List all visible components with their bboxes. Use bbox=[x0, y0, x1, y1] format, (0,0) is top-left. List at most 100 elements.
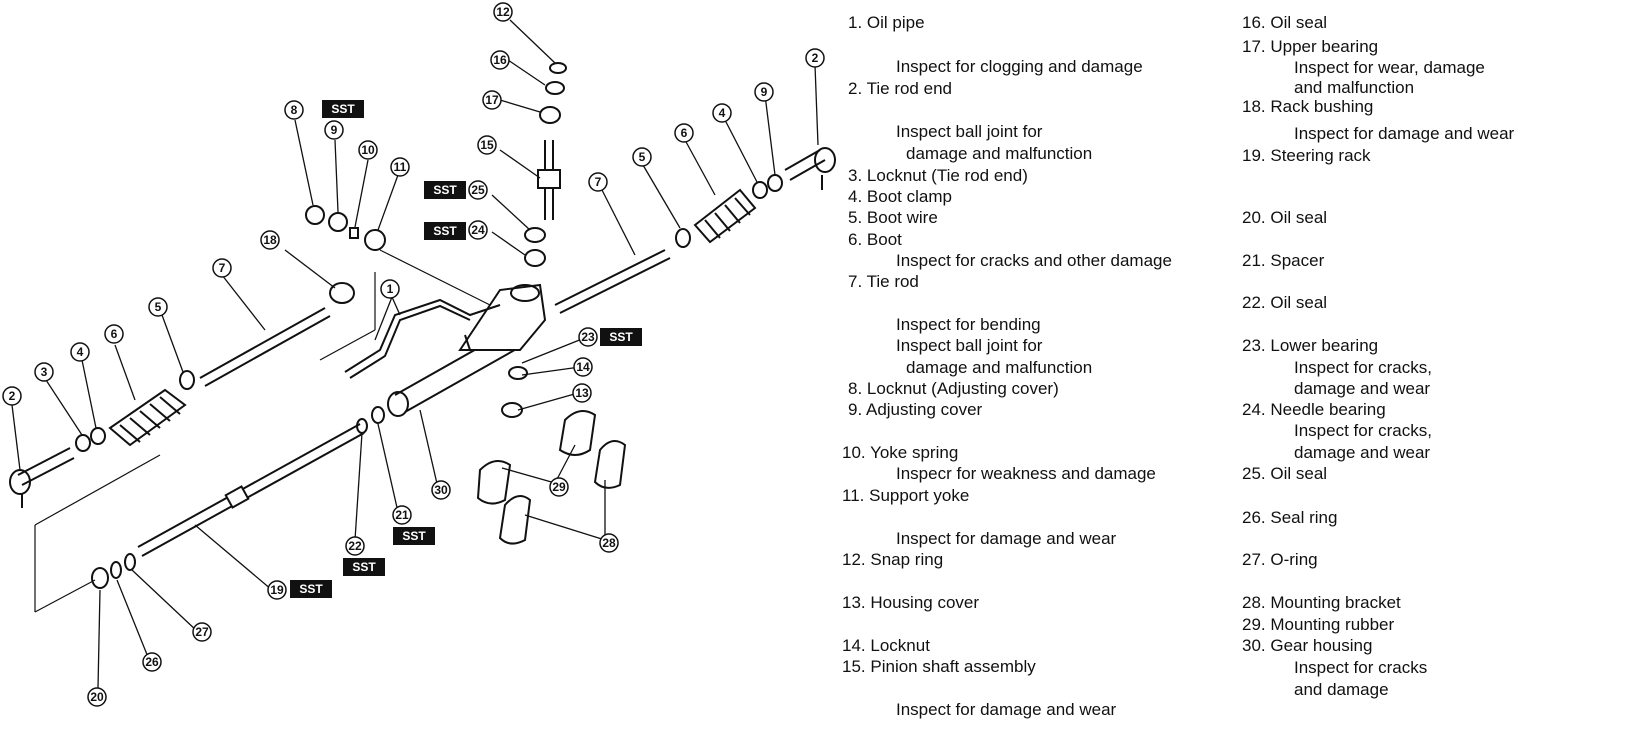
svg-text:1: 1 bbox=[387, 282, 394, 296]
boot-clamp-right bbox=[752, 181, 768, 199]
exploded-diagram: SST SST SST SST SST SST SST 1 2 2 3 4 4 … bbox=[2, 2, 836, 707]
callout-15: 15 bbox=[477, 135, 497, 155]
callout-16: 16 bbox=[490, 50, 510, 70]
legend-item-28: Mounting bracket bbox=[1270, 593, 1401, 612]
sst-badge-19: SST bbox=[290, 580, 332, 598]
legend-item-15: Pinion shaft assembly bbox=[870, 657, 1036, 676]
legend-item-7: Tie rod bbox=[866, 272, 919, 291]
tie-rod-right bbox=[554, 249, 671, 314]
callout-19: 19 bbox=[267, 580, 287, 600]
sst-badge-22: SST bbox=[343, 558, 385, 576]
svg-text:6: 6 bbox=[111, 327, 118, 341]
callout-6-right: 6 bbox=[674, 123, 694, 143]
legend-item-14: Locknut bbox=[870, 636, 930, 655]
callout-10: 10 bbox=[358, 140, 378, 160]
svg-text:27: 27 bbox=[195, 625, 209, 639]
svg-text:29: 29 bbox=[552, 480, 566, 494]
legend-item-22: Oil seal bbox=[1270, 293, 1328, 312]
legend-item-2: Tie rod end bbox=[866, 79, 952, 98]
callout-6-left: 6 bbox=[104, 324, 124, 344]
callout-26: 26 bbox=[142, 652, 162, 672]
callout-17: 17 bbox=[482, 90, 502, 110]
legend-note: Inspect for damage and wear bbox=[896, 529, 1117, 548]
callout-27: 27 bbox=[192, 622, 212, 642]
callout-25: 25 bbox=[468, 180, 488, 200]
svg-text:20: 20 bbox=[90, 690, 104, 704]
legend-item-12: Snap ring bbox=[870, 550, 944, 569]
legend-item-29: Mounting rubber bbox=[1270, 615, 1395, 634]
svg-text:SST: SST bbox=[299, 582, 323, 596]
locknut-left bbox=[75, 434, 91, 452]
callout-5-left: 5 bbox=[148, 297, 168, 317]
callout-21: 21 bbox=[392, 505, 412, 525]
svg-text:10: 10 bbox=[361, 143, 375, 157]
callout-9-right: 9 bbox=[754, 82, 774, 102]
legend-note: damage and wear bbox=[1294, 379, 1431, 398]
legend-note: damage and wear bbox=[1294, 443, 1431, 462]
legend-item-30: Gear housing bbox=[1270, 636, 1373, 655]
legend-note: Inspect ball joint for bbox=[896, 336, 1043, 355]
svg-text:11: 11 bbox=[394, 160, 407, 174]
sst-badge-23: SST bbox=[600, 328, 642, 346]
svg-text:6: 6 bbox=[681, 126, 688, 140]
snap-ring bbox=[549, 62, 567, 74]
legend-item-4: Boot clamp bbox=[866, 187, 952, 206]
callout-2-right: 2 bbox=[805, 48, 825, 68]
legend-item-1: Oil pipe bbox=[866, 13, 925, 32]
callout-23: 23 bbox=[578, 327, 598, 347]
sst-badge-25: SST bbox=[424, 181, 466, 199]
legend-note: Inspect ball joint for bbox=[896, 122, 1043, 141]
boot-wire-left bbox=[179, 370, 195, 390]
legend-note: Inspect for wear, damage bbox=[1294, 58, 1485, 77]
callout-3: 3 bbox=[34, 362, 54, 382]
legend-note: Inspect for bending bbox=[896, 315, 1041, 334]
callout-1: 1 bbox=[380, 279, 400, 299]
legend-item-11: Support yoke bbox=[869, 486, 970, 505]
svg-text:28: 28 bbox=[602, 536, 616, 550]
oil-seal-20 bbox=[91, 567, 109, 589]
callout-22: 22 bbox=[345, 536, 365, 556]
gear-housing bbox=[387, 283, 547, 417]
svg-text:5: 5 bbox=[155, 300, 162, 314]
callout-9-top: 9 bbox=[324, 120, 344, 140]
legend-note: Inspect for cracks and other damage bbox=[896, 251, 1172, 270]
callout-4-left: 4 bbox=[70, 342, 90, 362]
svg-text:13: 13 bbox=[575, 386, 589, 400]
svg-text:SST: SST bbox=[433, 224, 457, 238]
steering-rack bbox=[137, 423, 365, 557]
locknut-14 bbox=[508, 366, 528, 380]
legend-note: Inspect for clogging and damage bbox=[896, 57, 1143, 76]
svg-text:4: 4 bbox=[719, 106, 726, 120]
legend-item-27: O-ring bbox=[1270, 550, 1318, 569]
seal-ring bbox=[110, 561, 122, 579]
callout-18: 18 bbox=[260, 230, 280, 250]
svg-text:9: 9 bbox=[331, 123, 338, 137]
guide-lines bbox=[34, 249, 501, 613]
legend-item-10: Yoke spring bbox=[870, 443, 959, 462]
legend-item-6: Boot bbox=[866, 230, 902, 249]
svg-text:14: 14 bbox=[576, 360, 590, 374]
legend-note: Inspecr for weakness and damage bbox=[896, 464, 1156, 483]
svg-text:7: 7 bbox=[219, 261, 226, 275]
svg-text:12: 12 bbox=[496, 5, 510, 19]
callout-5-right: 5 bbox=[632, 147, 652, 167]
leader-lines bbox=[11, 19, 819, 689]
legend-item-3: Locknut (Tie rod end) bbox=[866, 166, 1028, 185]
legend-note: Inspect for cracks, bbox=[1294, 421, 1432, 440]
svg-text:30: 30 bbox=[434, 483, 448, 497]
legend-item-9: Adjusting cover bbox=[865, 400, 983, 419]
callout-13: 13 bbox=[572, 383, 592, 403]
legend-note: and damage bbox=[1294, 680, 1389, 699]
boot-clamp-left bbox=[90, 427, 106, 445]
svg-text:21: 21 bbox=[395, 508, 409, 522]
legend-item-5: Boot wire bbox=[866, 208, 938, 227]
tie-rod-end-left bbox=[9, 447, 75, 508]
legend-note: Inspect for cracks, bbox=[1294, 358, 1432, 377]
boot-right bbox=[693, 188, 757, 244]
svg-text:23: 23 bbox=[581, 330, 595, 344]
svg-text:SST: SST bbox=[609, 330, 633, 344]
legend-note: damage and malfunction bbox=[906, 144, 1093, 163]
sst-badge-24: SST bbox=[424, 222, 466, 240]
svg-text:2: 2 bbox=[812, 51, 819, 65]
svg-text:3: 3 bbox=[41, 365, 48, 379]
